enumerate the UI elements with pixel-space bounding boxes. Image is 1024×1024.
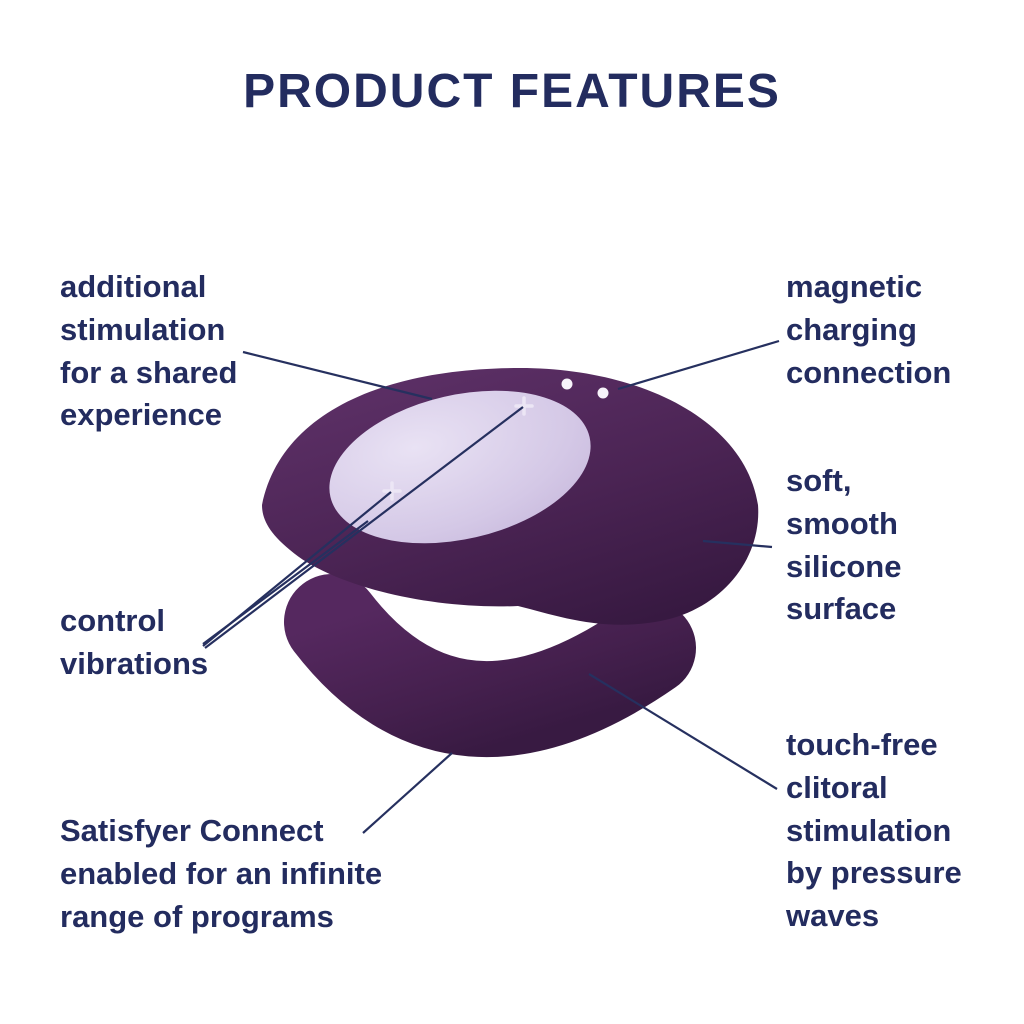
callout-line-control-vibrations [204,406,524,649]
callout-line-magnetic-charging [617,339,780,391]
callout-line-additional-stimulation [242,350,433,401]
charging-contact-dot [561,378,573,390]
feature-label-satisfyer-connect: Satisfyer Connect enabled for an infinit… [60,813,383,934]
feature-label-magnetic-charging: magnetic charging connection [786,269,952,390]
callout-line-touch-free [588,673,778,790]
callout-line-satisfyer-connect [362,752,453,834]
device-lower-arm [284,574,696,758]
callout-line-control-vibrations [202,491,392,647]
callout-lines [202,339,780,834]
callout-line-silicone-surface [702,539,773,549]
plus-button-icon [382,481,402,501]
page-title: PRODUCT FEATURES [243,65,781,118]
feature-label-control-vibrations: control vibrations [60,603,209,681]
feature-label-additional-stimulation: additional stimulation for a shared expe… [60,269,238,433]
feature-label-silicone-surface: soft, smooth silicone surface [786,463,902,627]
charging-contact-dot [597,387,609,399]
feature-label-touch-free-stimulation: touch-free clitoral stimulation by press… [786,727,962,934]
plus-button-icon [514,396,534,416]
